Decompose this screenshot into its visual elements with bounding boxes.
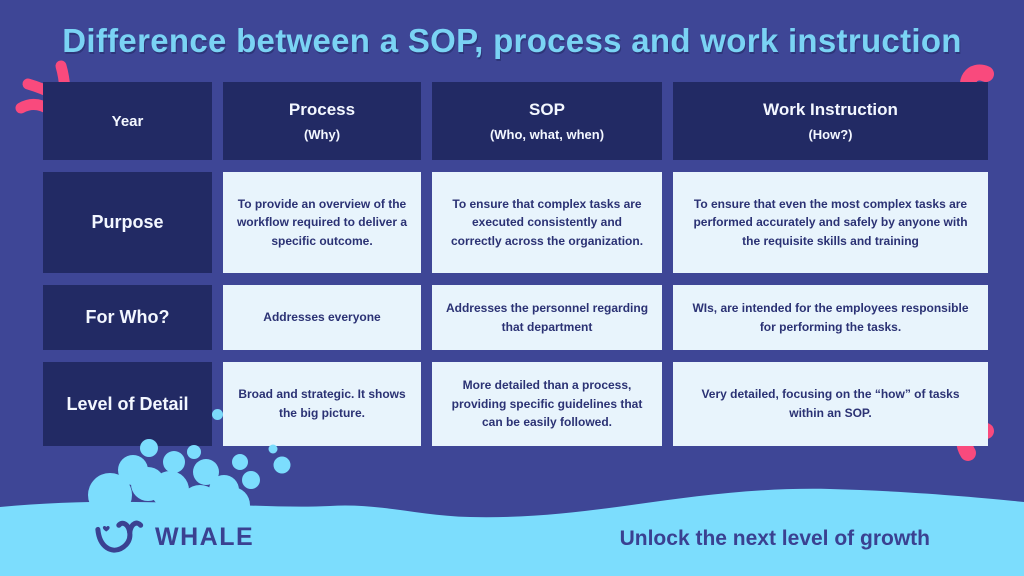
page-title: Difference between a SOP, process and wo…	[62, 22, 962, 59]
brand-name: WHALE	[155, 522, 255, 551]
column-label: SOP	[529, 100, 565, 119]
table-cell-purpose-sop: To ensure that complex tasks are execute…	[432, 172, 662, 273]
row-header-level-of-detail: Level of Detail	[43, 362, 212, 446]
row-header-for-who: For Who?	[43, 285, 212, 350]
table-cell-forwho-work-instruction: WIs, are intended for the employees resp…	[673, 285, 988, 350]
column-header-sop: SOP (Who, what, when)	[432, 82, 662, 160]
cell-text: Addresses the personnel regarding that d…	[445, 300, 649, 334]
column-label: Work Instruction	[763, 100, 898, 119]
cell-text: Addresses everyone	[263, 310, 381, 325]
comparison-table: Year Process (Why) SOP (Who, what, when)…	[43, 82, 988, 446]
table-cell-detail-process: Broad and strategic. It shows the big pi…	[223, 362, 421, 446]
cell-text: Very detailed, focusing on the “how” of …	[701, 387, 960, 420]
column-sublabel: (Who, what, when)	[489, 127, 605, 142]
corner-label: Year	[111, 112, 144, 130]
cell-text: To ensure that even the most complex tas…	[693, 196, 968, 248]
column-label: Process	[288, 100, 356, 119]
table-cell-detail-sop: More detailed than a process, providing …	[432, 362, 662, 446]
column-sublabel: (How?)	[808, 127, 853, 142]
table-cell-purpose-work-instruction: To ensure that even the most complex tas…	[673, 172, 988, 273]
brand-logo: WHALE	[92, 517, 254, 557]
cell-text: To provide an overview of the workflow r…	[236, 196, 408, 248]
footer-tagline: Unlock the next level of growth	[619, 527, 930, 550]
table-cell-purpose-process: To provide an overview of the workflow r…	[223, 172, 421, 273]
column-header-process: Process (Why)	[223, 82, 421, 160]
column-header-work-instruction: Work Instruction (How?)	[673, 82, 988, 160]
wave-footer	[0, 439, 1024, 576]
blue-dot-accent	[212, 409, 223, 420]
cell-text: Broad and strategic. It shows the big pi…	[238, 387, 406, 420]
splash-icon	[88, 439, 291, 525]
table-cell-forwho-sop: Addresses the personnel regarding that d…	[432, 285, 662, 350]
row-label: For Who?	[85, 307, 170, 327]
table-corner-header: Year	[43, 82, 212, 160]
whale-smile-icon	[95, 520, 144, 553]
cell-text: WIs, are intended for the employees resp…	[692, 300, 969, 334]
row-label: Purpose	[91, 212, 164, 232]
cell-text: More detailed than a process, providing …	[451, 378, 643, 430]
row-header-purpose: Purpose	[43, 172, 212, 273]
table-cell-forwho-process: Addresses everyone	[223, 285, 421, 350]
cell-text: To ensure that complex tasks are execute…	[450, 196, 644, 248]
column-sublabel: (Why)	[303, 127, 341, 142]
row-label: Level of Detail	[66, 393, 189, 414]
table-cell-detail-work-instruction: Very detailed, focusing on the “how” of …	[673, 362, 988, 446]
